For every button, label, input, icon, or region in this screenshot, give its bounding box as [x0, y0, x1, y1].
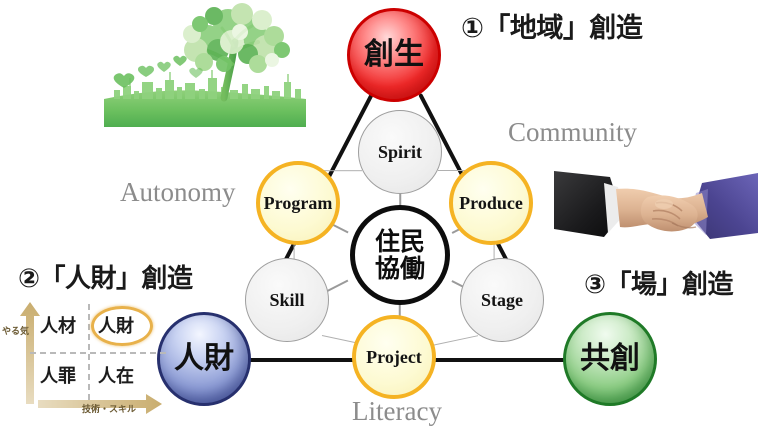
matrix-cell-jinzai-crime: 人罪	[40, 366, 76, 387]
node-produce[interactable]: Produce	[449, 161, 533, 245]
node-stage-label: Stage	[481, 289, 523, 310]
node-project-label: Project	[366, 346, 422, 367]
node-produce-label: Produce	[459, 192, 523, 213]
node-skill[interactable]: Skill	[245, 258, 329, 342]
human-resource-matrix: 人材 人財 人罪 人在 やる気 技術・スキル	[2, 300, 172, 418]
keyword-community: Community	[508, 117, 638, 147]
keyword-literacy: Literacy	[352, 396, 442, 426]
matrix-x-axis-label: 技術・スキル	[82, 405, 137, 415]
green-tree-illustration	[104, 3, 306, 127]
node-spirit[interactable]: Spirit	[358, 110, 442, 194]
node-program-label: Program	[263, 192, 333, 213]
heading-ba-souzou: ③「場」創造	[584, 270, 734, 300]
node-jinzai[interactable]: 人財	[157, 312, 251, 406]
heading-chiiki-souzou: ①「地域」創造	[461, 13, 643, 44]
matrix-divider-horizontal	[30, 352, 166, 354]
node-kyoso-label: 共創	[580, 341, 640, 377]
matrix-cell-jinzai-exist: 人在	[98, 366, 134, 387]
heading-jinzai-souzou: ②「人財」創造	[18, 264, 193, 294]
node-sousei[interactable]: 創生	[347, 8, 441, 102]
node-center-hub[interactable]: 住民 協働	[350, 205, 450, 305]
node-spirit-label: Spirit	[377, 141, 422, 162]
keyword-autonomy: Autonomy	[120, 177, 236, 207]
handshake-photo	[554, 171, 758, 239]
node-jinzai-label: 人財	[174, 341, 234, 377]
matrix-y-axis-label: やる気	[2, 327, 30, 337]
node-skill-label: Skill	[269, 289, 305, 310]
node-stage[interactable]: Stage	[460, 258, 544, 342]
hub-label-line2: 協働	[374, 254, 425, 283]
node-project[interactable]: Project	[352, 315, 436, 399]
node-kyoso[interactable]: 共創	[563, 312, 657, 406]
matrix-highlight-ring	[91, 306, 153, 346]
matrix-cell-jinzai-material: 人材	[40, 316, 76, 337]
node-sousei-label: 創生	[364, 37, 424, 73]
ring-line-stage-project	[430, 335, 479, 347]
matrix-cell-jinzai-treasure: 人財	[98, 316, 134, 337]
hub-label-line1: 住民	[374, 227, 425, 256]
node-program[interactable]: Program	[256, 161, 340, 245]
